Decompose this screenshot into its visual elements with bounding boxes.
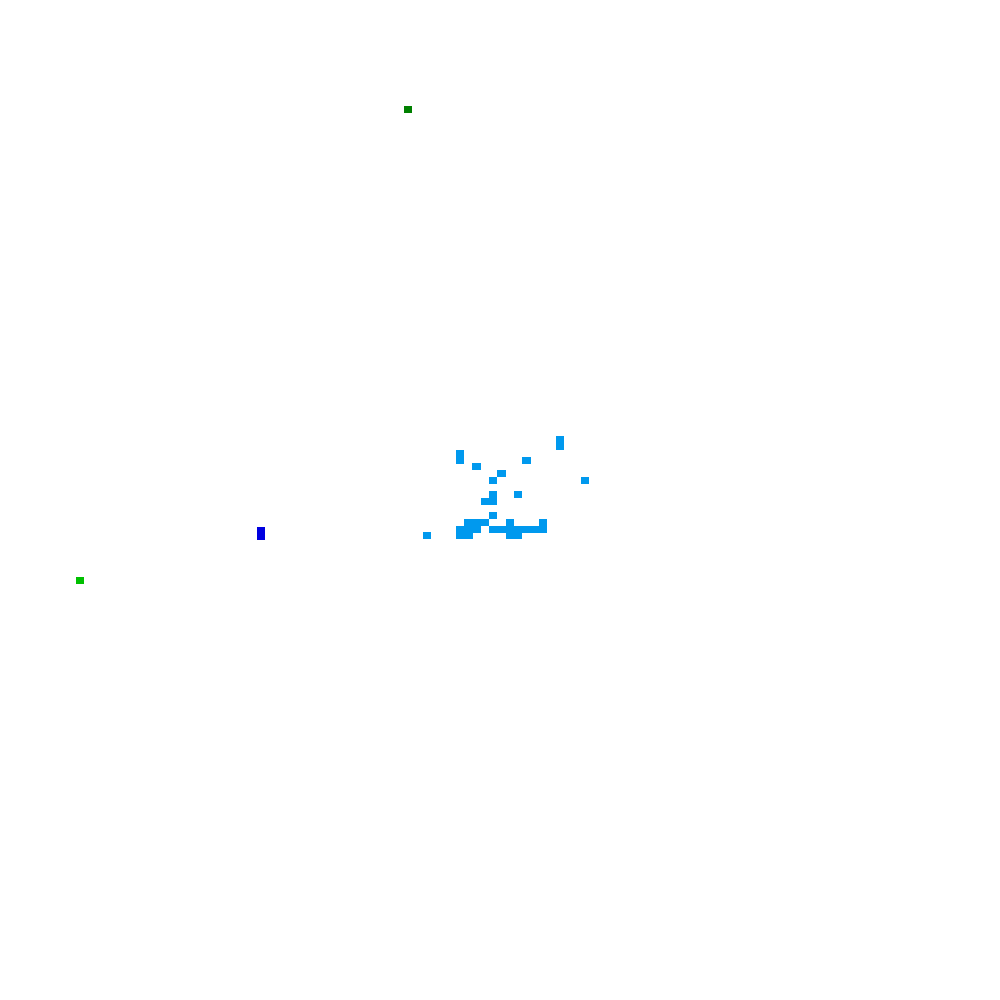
cluster-pixel (514, 491, 522, 498)
cluster-pixel (456, 526, 481, 533)
blue-marker (257, 527, 265, 540)
cluster-pixel (456, 532, 473, 539)
cluster-pixel (464, 519, 489, 526)
cluster-pixel (497, 470, 506, 477)
cluster-pixel (506, 519, 514, 526)
cluster-pixel (423, 532, 431, 539)
cluster-pixel (489, 477, 497, 484)
cluster-pixel (472, 463, 481, 470)
dark-green-marker (404, 106, 412, 113)
cluster-pixel (539, 519, 547, 526)
cluster-pixel (489, 526, 547, 533)
cluster-pixel (581, 477, 589, 484)
cluster-pixel (489, 491, 497, 498)
cluster-pixel (506, 532, 522, 539)
green-marker (76, 577, 84, 584)
cluster-pixel (556, 436, 564, 450)
cluster-pixel (481, 498, 497, 505)
cluster-pixel (456, 450, 464, 464)
cluster-pixel (522, 457, 531, 464)
cluster-pixel (489, 512, 497, 519)
